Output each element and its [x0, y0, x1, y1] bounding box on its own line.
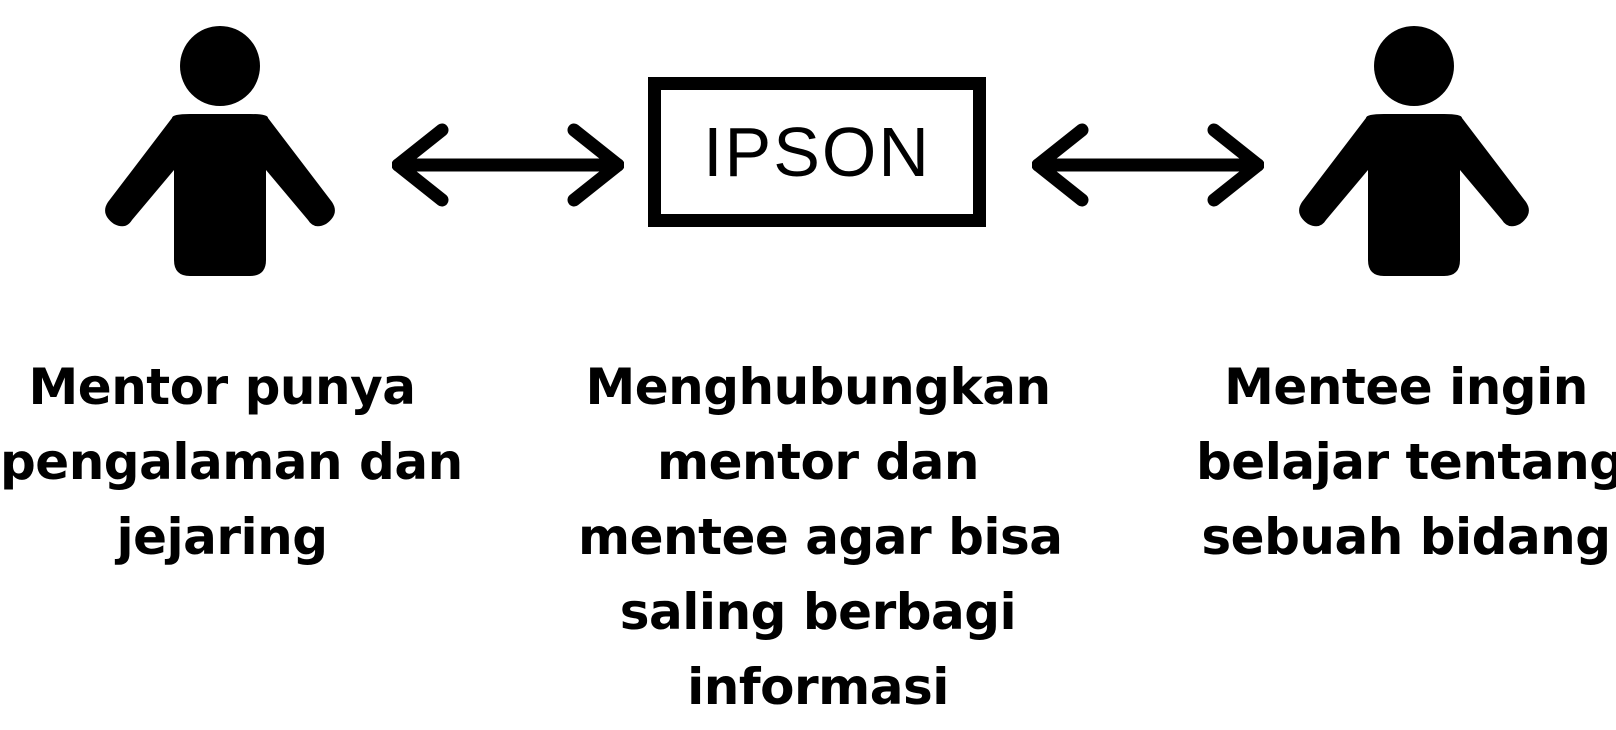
ipson-box: IPSON	[648, 77, 986, 227]
caption-line: informasi	[687, 658, 949, 716]
mentor-caption: Mentor punya pengalaman dan jejaring	[0, 350, 463, 575]
caption-line: mentee agar bisa	[578, 508, 1063, 566]
caption-line: jejaring	[116, 508, 328, 566]
ipson-label: IPSON	[703, 113, 931, 191]
double-arrow-icon	[392, 123, 624, 207]
caption-line: Mentee ingin	[1224, 358, 1588, 416]
caption-line: sebuah bidang	[1201, 508, 1611, 566]
caption-line: saling berbagi	[619, 583, 1017, 641]
mentoring-diagram: IPSON	[0, 0, 1616, 300]
double-arrow-icon	[1032, 123, 1264, 207]
mentee-person-icon	[1299, 26, 1529, 276]
caption-line: pengalaman dan	[0, 433, 463, 491]
mentor-person-icon	[105, 26, 335, 276]
ipson-caption: Menghubungkan mentor dan mentee agar bis…	[578, 350, 1063, 725]
caption-line: Menghubungkan	[585, 358, 1051, 416]
caption-line: mentor dan	[656, 433, 980, 491]
caption-line: Mentor punya	[28, 358, 416, 416]
caption-line: belajar tentang	[1196, 433, 1616, 491]
mentee-caption: Mentee ingin belajar tentang sebuah bida…	[1196, 350, 1616, 575]
